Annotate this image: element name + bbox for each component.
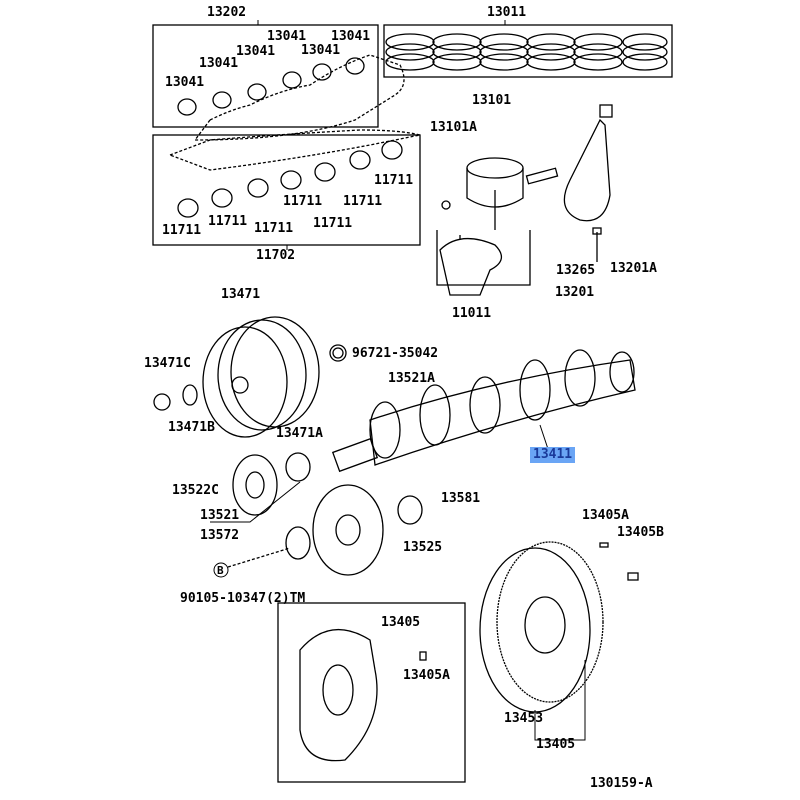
label-11702[interactable]: 11702: [256, 248, 296, 263]
label-13011[interactable]: 13011: [487, 5, 527, 20]
crankshaft-outline-top: [193, 54, 405, 141]
piston-ring-box: [383, 24, 673, 78]
label-13201[interactable]: 13201: [555, 285, 595, 300]
bearing-shells: [177, 57, 403, 218]
label-11711[interactable]: 11711: [283, 194, 323, 209]
label-11711[interactable]: 11711: [343, 194, 383, 209]
label-13101[interactable]: 13101: [472, 93, 512, 108]
label-13041[interactable]: 13041: [165, 75, 205, 90]
label-11711[interactable]: 11711: [313, 216, 353, 231]
crankshaft: [331, 349, 636, 473]
drive-plate: [299, 628, 427, 762]
label-11011[interactable]: 11011: [452, 306, 492, 321]
label-96721-35042[interactable]: 96721-35042: [352, 346, 439, 361]
label-11711[interactable]: 11711: [208, 214, 248, 229]
label-11711[interactable]: 11711: [374, 173, 414, 188]
label-13041[interactable]: 13041: [267, 29, 307, 44]
label-13101A[interactable]: 13101A: [430, 120, 477, 135]
label-13041[interactable]: 13041: [331, 29, 371, 44]
label-13471[interactable]: 13471: [221, 287, 261, 302]
label-13405B[interactable]: 13405B: [617, 525, 664, 540]
label-13411-highlighted[interactable]: 13411: [530, 447, 576, 463]
drive-plate-box: [277, 602, 466, 783]
label-13041[interactable]: 13041: [236, 44, 276, 59]
label-13405[interactable]: 13405: [381, 615, 421, 630]
label-13202[interactable]: 13202: [207, 5, 247, 20]
label-13041[interactable]: 13041: [301, 43, 341, 58]
label-13405A[interactable]: 13405A: [582, 508, 629, 523]
label-13521A[interactable]: 13521A: [388, 371, 435, 386]
label-13453[interactable]: 13453: [504, 711, 544, 726]
label-13265[interactable]: 13265: [556, 263, 596, 278]
label-13572[interactable]: 13572: [200, 528, 240, 543]
flywheel: [479, 541, 639, 713]
gears: [213, 452, 423, 578]
leader-lines: [210, 20, 586, 741]
bearing-set-box: [152, 24, 379, 128]
piston-and-rod: [436, 104, 613, 296]
label-11711[interactable]: 11711: [254, 221, 294, 236]
label-13201A[interactable]: 13201A: [610, 261, 657, 276]
diagram-id: 130159-A: [590, 776, 653, 791]
label-90105-10347[interactable]: 90105-10347(2)TM: [180, 591, 306, 606]
label-13521[interactable]: 13521: [200, 508, 240, 523]
bolt-marker-b: B: [217, 564, 224, 577]
label-13041[interactable]: 13041: [199, 56, 239, 71]
label-13471B[interactable]: 13471B: [168, 420, 215, 435]
label-13525[interactable]: 13525: [403, 540, 443, 555]
label-13405[interactable]: 13405: [536, 737, 576, 752]
label-13581[interactable]: 13581: [441, 491, 481, 506]
piston-rings: [385, 33, 668, 71]
label-11711[interactable]: 11711: [162, 223, 202, 238]
crank-pulley: [153, 316, 347, 438]
label-13405A[interactable]: 13405A: [403, 668, 450, 683]
label-13471A[interactable]: 13471A: [276, 426, 323, 441]
crankshaft-outline-bottom: [168, 129, 421, 171]
label-13471C[interactable]: 13471C: [144, 356, 191, 371]
label-13522C[interactable]: 13522C: [172, 483, 219, 498]
